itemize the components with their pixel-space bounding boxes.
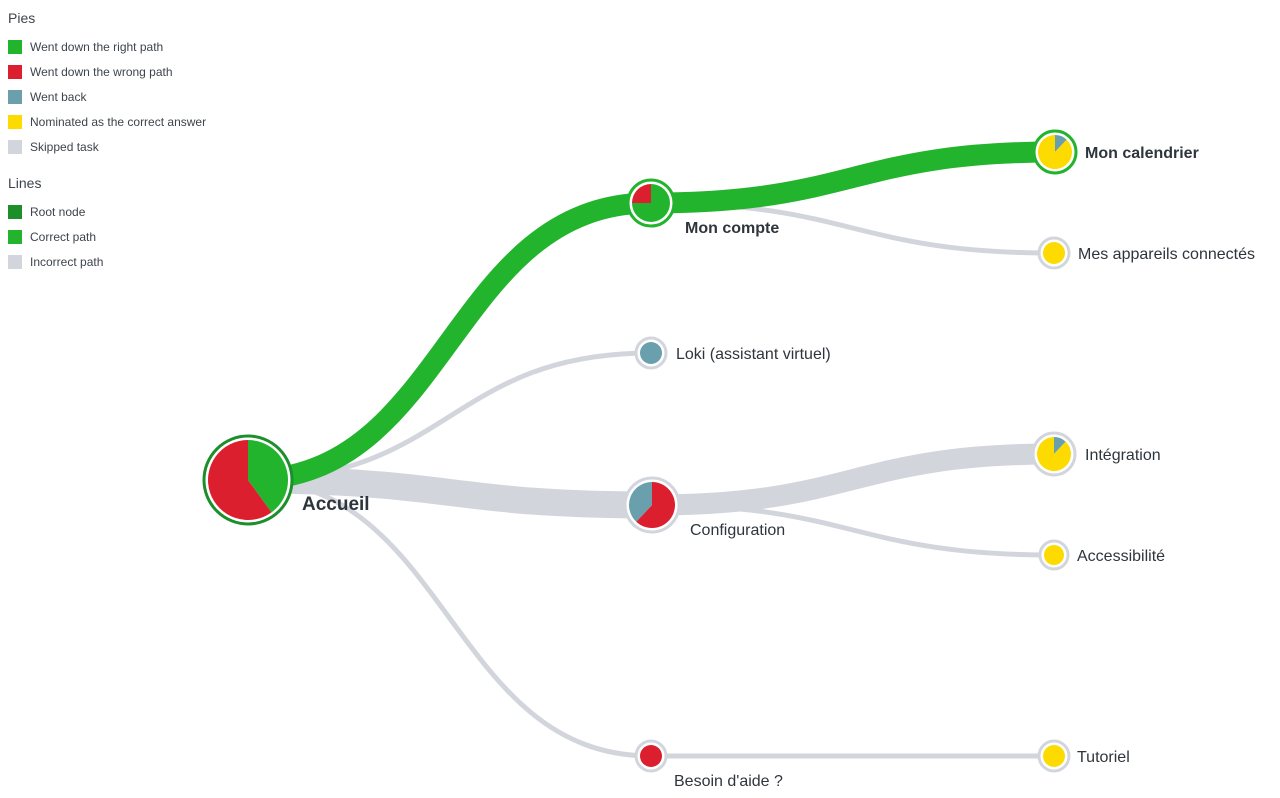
node-label-accueil: Accueil: [302, 494, 370, 515]
pie-slice-nominated: [1044, 545, 1064, 565]
legend-item-incorrect-path: Incorrect path: [8, 249, 268, 274]
tree-node-mes-appareils[interactable]: Mes appareils connectés: [1037, 236, 1255, 270]
pie-slice-back: [629, 482, 652, 522]
tree-link-accueil-to-configuration: [247, 466, 653, 519]
tree-node-accueil[interactable]: Accueil: [202, 434, 370, 526]
node-label-tutoriel: Tutoriel: [1077, 749, 1130, 766]
legend-pies-title: Pies: [8, 10, 36, 26]
node-label-mes-appareils: Mes appareils connectés: [1078, 246, 1255, 263]
pie-slice-nominated: [1037, 437, 1071, 472]
legend-swatch: [8, 114, 22, 129]
tree-node-mon-calendrier[interactable]: Mon calendrier: [1032, 129, 1199, 175]
legend-item-nominated: Nominated as the correct answer: [8, 109, 268, 134]
tree-link-accueil-to-mon-compte: [247, 192, 652, 491]
legend-swatch: [8, 204, 22, 219]
legend-item-went-back: Went back: [8, 84, 268, 109]
node-label-mon-compte: Mon compte: [685, 220, 779, 237]
legend-lines-title: Lines: [8, 175, 42, 191]
tree-link-mon-compte-to-mon-calendrier: [650, 141, 1056, 214]
pie-slice-back: [1054, 437, 1066, 454]
legend-label: Incorrect path: [30, 254, 104, 269]
legend-item-root-node: Root node: [8, 199, 268, 224]
legend-label: Went down the wrong path: [30, 64, 173, 79]
legend-swatch: [8, 64, 22, 79]
tree-node-mon-compte[interactable]: Mon compte: [626, 178, 779, 237]
legend-item-wrong-path: Went down the wrong path: [8, 59, 268, 84]
legend-label: Skipped task: [30, 139, 99, 154]
node-label-configuration: Configuration: [690, 522, 785, 539]
pie-slice-wrong: [640, 745, 662, 767]
legend-item-correct-path: Correct path: [8, 224, 268, 249]
tree-node-configuration[interactable]: Configuration: [623, 476, 785, 539]
legend-label: Correct path: [30, 229, 97, 244]
node-label-mon-calendrier: Mon calendrier: [1085, 145, 1199, 162]
pie-slice-nominated: [1043, 242, 1065, 264]
legend-label: Went down the right path: [30, 39, 164, 54]
pie-slice-wrong: [636, 482, 675, 528]
legend: Pies Went down the right path Went down …: [8, 10, 268, 274]
tree-links: [247, 141, 1056, 759]
tree-node-tutoriel[interactable]: Tutoriel: [1037, 739, 1130, 773]
node-label-integration: Intégration: [1085, 447, 1161, 464]
legend-swatch: [8, 139, 22, 154]
legend-pies: Pies Went down the right path Went down …: [8, 10, 268, 159]
legend-swatch: [8, 254, 22, 269]
node-label-besoin-aide: Besoin d'aide ?: [674, 773, 783, 790]
legend-swatch: [8, 39, 22, 54]
pie-slice-back: [1055, 135, 1067, 152]
pie-slice-back: [640, 342, 662, 364]
tree-node-besoin-aide[interactable]: Besoin d'aide ?: [634, 739, 783, 790]
pie-slice-right: [248, 440, 288, 513]
pie-slice-wrong: [632, 184, 651, 203]
legend-item-right-path: Went down the right path: [8, 34, 268, 59]
tree-link-configuration-to-accessibilite: [651, 502, 1055, 558]
pie-slice-wrong: [207, 440, 272, 521]
node-label-loki: Loki (assistant virtuel): [676, 346, 831, 363]
legend-label: Root node: [30, 204, 86, 219]
tree-link-accueil-to-besoin-aide: [247, 477, 652, 759]
legend-lines: Lines Root node Correct path Incorrect p…: [8, 175, 268, 274]
tree-node-integration[interactable]: Intégration: [1031, 431, 1161, 477]
legend-label: Nominated as the correct answer: [30, 114, 207, 129]
legend-swatch: [8, 89, 22, 104]
pie-slice-nominated: [1038, 135, 1073, 169]
legend-label: Went back: [30, 89, 87, 104]
legend-swatch: [8, 229, 22, 244]
legend-item-skipped: Skipped task: [8, 134, 268, 159]
tree-link-configuration-to-integration: [651, 443, 1055, 516]
tree-node-accessibilite[interactable]: Accessibilité: [1038, 539, 1165, 571]
pie-slice-nominated: [1043, 745, 1065, 767]
node-label-accessibilite: Accessibilité: [1077, 548, 1165, 565]
tree-node-loki[interactable]: Loki (assistant virtuel): [634, 336, 831, 370]
